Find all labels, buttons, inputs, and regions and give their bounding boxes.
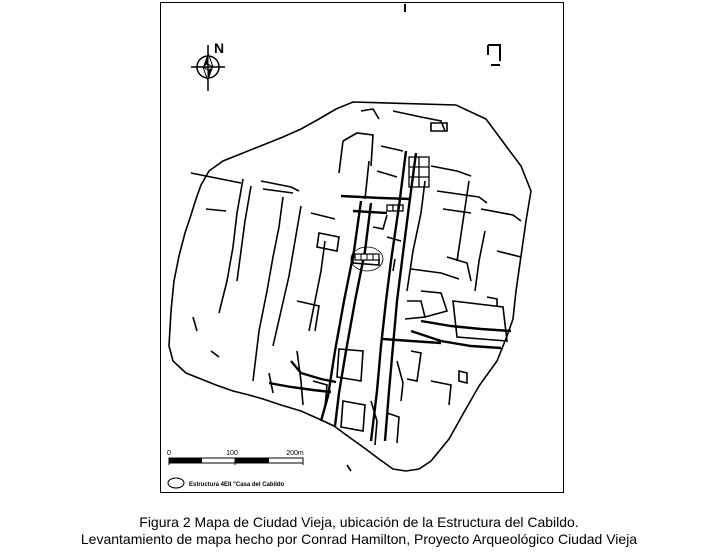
figure-caption-line2: Levantamiento de mapa hecho por Conrad H… <box>80 531 638 547</box>
north-arrow-icon <box>191 45 225 91</box>
scale-label-0: 0 <box>167 450 171 457</box>
cabildo-structure <box>350 246 384 272</box>
legend: Estructura 4EII "Casa del Cabildo <box>167 477 285 489</box>
church-complex <box>386 156 430 212</box>
site-outline <box>168 101 532 472</box>
map-frame: N <box>160 2 564 493</box>
site-map: N <box>167 4 532 489</box>
streets <box>268 150 512 442</box>
legend-ellipse-icon <box>167 477 185 489</box>
north-label: N <box>214 40 224 56</box>
scale-label-100: 100 <box>226 450 238 457</box>
scale-bar <box>168 457 304 465</box>
scale-label-200m: 200m <box>286 450 304 457</box>
top-marks <box>404 4 501 66</box>
building-walls <box>190 108 522 472</box>
figure-caption-line1: Figura 2 Mapa de Ciudad Vieja, ubicación… <box>139 514 579 530</box>
legend-label: Estructura 4EII "Casa del Cabildo <box>189 482 285 488</box>
